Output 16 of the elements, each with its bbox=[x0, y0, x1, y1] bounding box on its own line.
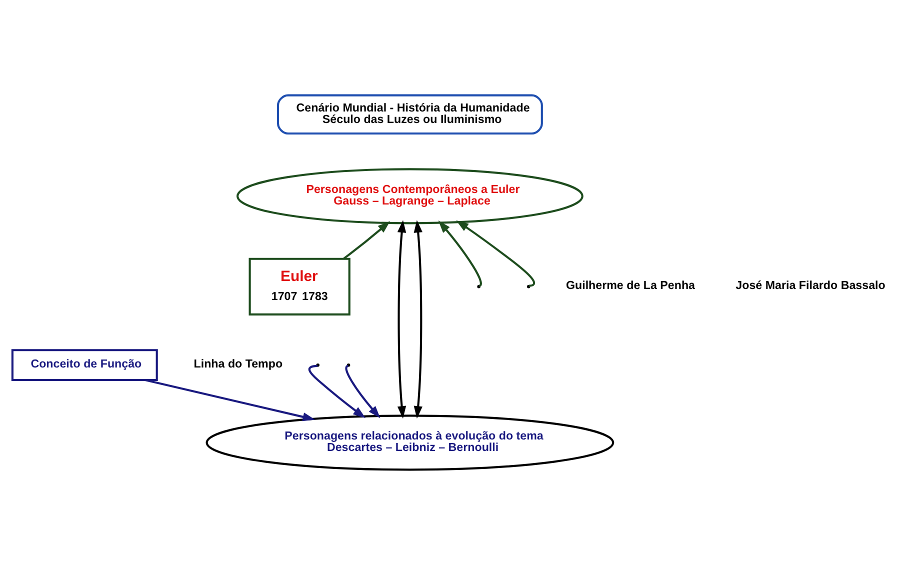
arrow bbox=[438, 220, 482, 286]
node-box: Cenário Mundial - História da Humanidade Século das Luzes ou Iluminismo bbox=[276, 94, 543, 134]
node-ellipse: Personagens relacionados à evolução do tema Descartes – Leibniz – Bernoulli bbox=[206, 414, 614, 470]
label: Linha do Tempo bbox=[194, 356, 283, 370]
arrow bbox=[397, 220, 406, 418]
arrow bbox=[144, 378, 316, 421]
arrow bbox=[414, 220, 422, 418]
arrow bbox=[345, 364, 380, 418]
label: José Maria Filardo Bassalo bbox=[736, 278, 886, 292]
label: Guilherme de La Penha bbox=[566, 278, 696, 292]
node-box: Euler 1707 1783 bbox=[248, 257, 350, 315]
arrow bbox=[456, 220, 535, 286]
arrow bbox=[308, 364, 366, 418]
node-ellipse: Personagens Contemporâneos a Euler Gauss – Lagrange – Laplace bbox=[236, 168, 584, 224]
arrow bbox=[343, 220, 390, 259]
node-box: Conceito de Função bbox=[11, 348, 158, 381]
